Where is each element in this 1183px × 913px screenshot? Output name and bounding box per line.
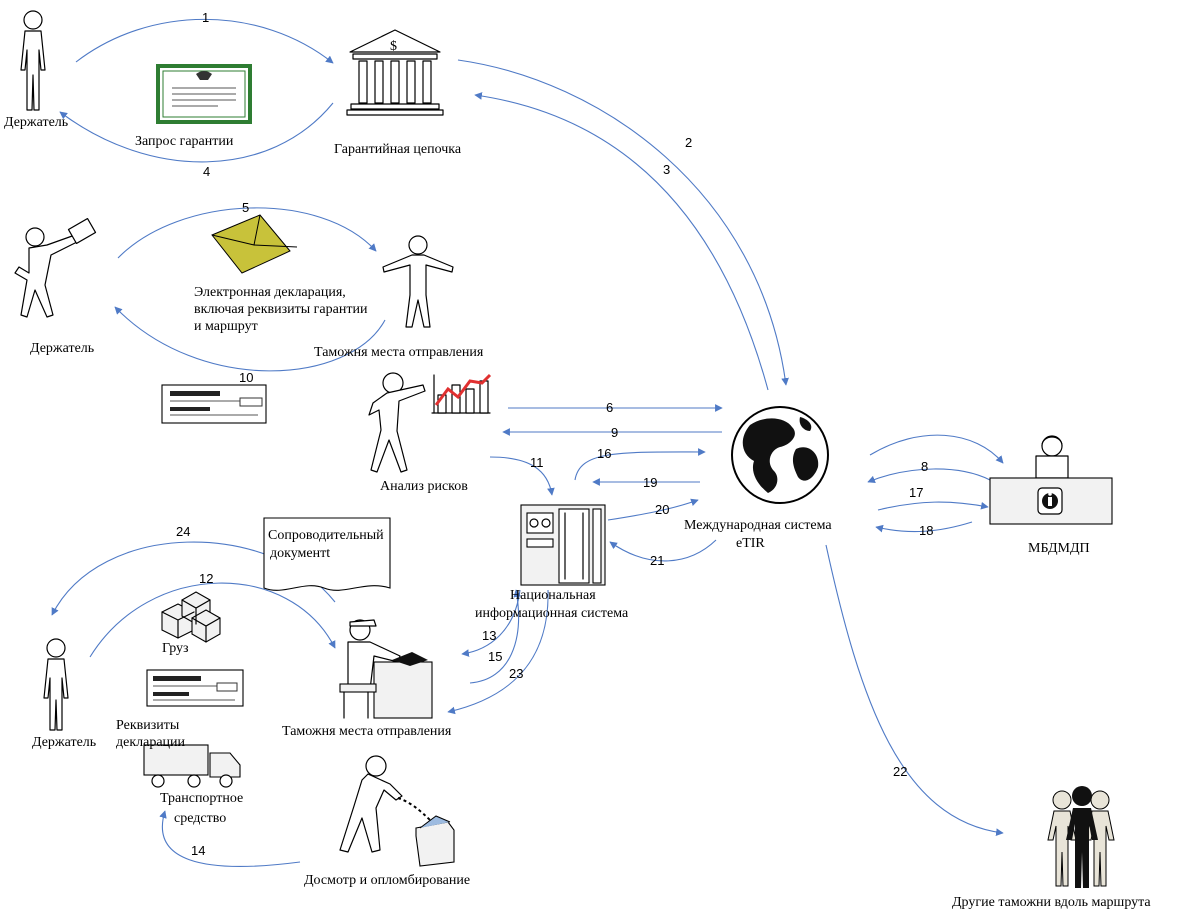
bank-dollar-icon: $ — [390, 39, 397, 54]
customs-departure-label-1: Таможня места отправления — [314, 345, 484, 360]
customs-officer-icon — [382, 235, 454, 328]
accompanying-doc-label-line1: Сопроводительный — [268, 528, 384, 543]
step-19: 19 — [643, 475, 657, 490]
arrow-23 — [447, 589, 549, 715]
etir-label-line2: eTIR — [736, 536, 765, 551]
arrow-10 — [114, 306, 386, 372]
vehicle-label-line2: средство — [174, 811, 226, 826]
step-8: 8 — [921, 459, 928, 474]
risk-analyst-icon — [368, 372, 426, 473]
certificate-icon — [156, 64, 252, 124]
step-16: 16 — [597, 446, 611, 461]
step-15: 15 — [488, 649, 502, 664]
cargo-icon — [161, 591, 221, 643]
step-5: 5 — [242, 200, 249, 215]
holder-person-icon-bottom — [43, 638, 69, 731]
step-22: 22 — [893, 764, 907, 779]
step-20: 20 — [655, 502, 669, 517]
holder-sending-person-icon — [14, 217, 97, 318]
labels: Держатель Запрос гарантии Гарантийная це… — [4, 115, 1151, 910]
envelope-icon — [211, 214, 298, 274]
customs-officer-desk-icon — [339, 619, 433, 719]
edecl-label-line3: и маршрут — [194, 319, 258, 334]
arrow-12 — [89, 582, 336, 658]
step-18: 18 — [919, 523, 933, 538]
step-14: 14 — [191, 843, 205, 858]
arrows — [51, 18, 1004, 867]
step-4: 4 — [203, 164, 210, 179]
arrow-17 — [877, 501, 989, 511]
arrow-20 — [607, 498, 699, 521]
arrow-15 — [469, 589, 522, 684]
step-23: 23 — [509, 666, 523, 681]
arrow-4 — [59, 102, 334, 163]
decl-details-label-line1: Реквизиты — [116, 718, 180, 733]
accompanying-document-icon — [263, 517, 391, 591]
holder-label-2: Держатель — [30, 341, 94, 356]
arrow-8-upper — [869, 434, 1004, 464]
step-12: 12 — [199, 571, 213, 586]
nis-label-line1: Национальная — [510, 588, 596, 603]
arrow-18 — [875, 521, 973, 533]
step-1: 1 — [202, 10, 209, 25]
decl-details-label-line2: декларации — [116, 735, 186, 750]
arrow-2 — [457, 59, 789, 386]
accompanying-doc-label-line2: документt — [270, 546, 330, 561]
edecl-label-line2: включая реквизиты гарантии — [194, 302, 368, 317]
risk-analysis-label: Анализ рисков — [380, 479, 468, 494]
other-customs-group-icon — [1047, 786, 1115, 888]
arrow-21 — [609, 539, 717, 562]
arrow-8 — [867, 468, 991, 483]
step-11: 11 — [530, 455, 544, 470]
inspection-label: Досмотр и опломбирование — [304, 873, 470, 888]
customs-departure-label-2: Таможня места отправления — [282, 724, 452, 739]
other-customs-label: Другие таможни вдоль маршрута — [952, 895, 1151, 910]
arrow-11 — [489, 456, 555, 496]
guarantee-request-label: Запрос гарантии — [135, 134, 234, 149]
holder-person-icon — [20, 10, 46, 111]
inspector-icon — [339, 755, 455, 867]
step-numbers: 1 2 3 4 5 6 8 9 10 11 12 13 14 15 16 17 … — [176, 10, 933, 858]
holder-label-1: Держатель — [4, 115, 68, 130]
cheque-icon — [161, 384, 267, 424]
holder-label-3: Держатель — [32, 735, 96, 750]
step-2: 2 — [685, 135, 692, 150]
step-3: 3 — [663, 162, 670, 177]
declaration-details-icon — [146, 669, 244, 707]
guarantee-chain-label: Гарантийная цепочка — [334, 142, 462, 157]
itdb-operator-icon — [989, 435, 1113, 525]
bar-chart-icon — [431, 373, 492, 414]
nis-label-line2: информационная система — [475, 606, 629, 621]
arrow-16 — [574, 448, 706, 481]
step-17: 17 — [909, 485, 923, 500]
step-10: 10 — [239, 370, 253, 385]
arrow-1 — [75, 18, 334, 64]
vehicle-label-line1: Транспортное — [160, 791, 243, 806]
step-24: 24 — [176, 524, 190, 539]
bank-icon: $ — [346, 29, 444, 116]
arrow-3 — [474, 92, 769, 391]
step-21: 21 — [650, 553, 664, 568]
arrow-22 — [825, 544, 1004, 836]
globe-icon — [731, 406, 829, 504]
etir-label-line1: Международная система — [684, 518, 832, 533]
cargo-label: Груз — [162, 641, 189, 656]
truck-icon — [143, 744, 241, 788]
itdb-label: МБДМДП — [1028, 541, 1090, 556]
arrow-14 — [159, 810, 301, 867]
arrow-5 — [117, 207, 377, 259]
step-6: 6 — [606, 400, 613, 415]
edecl-label-line1: Электронная декларация, — [194, 285, 346, 300]
server-icon — [520, 504, 606, 586]
step-13: 13 — [482, 628, 496, 643]
step-9: 9 — [611, 425, 618, 440]
